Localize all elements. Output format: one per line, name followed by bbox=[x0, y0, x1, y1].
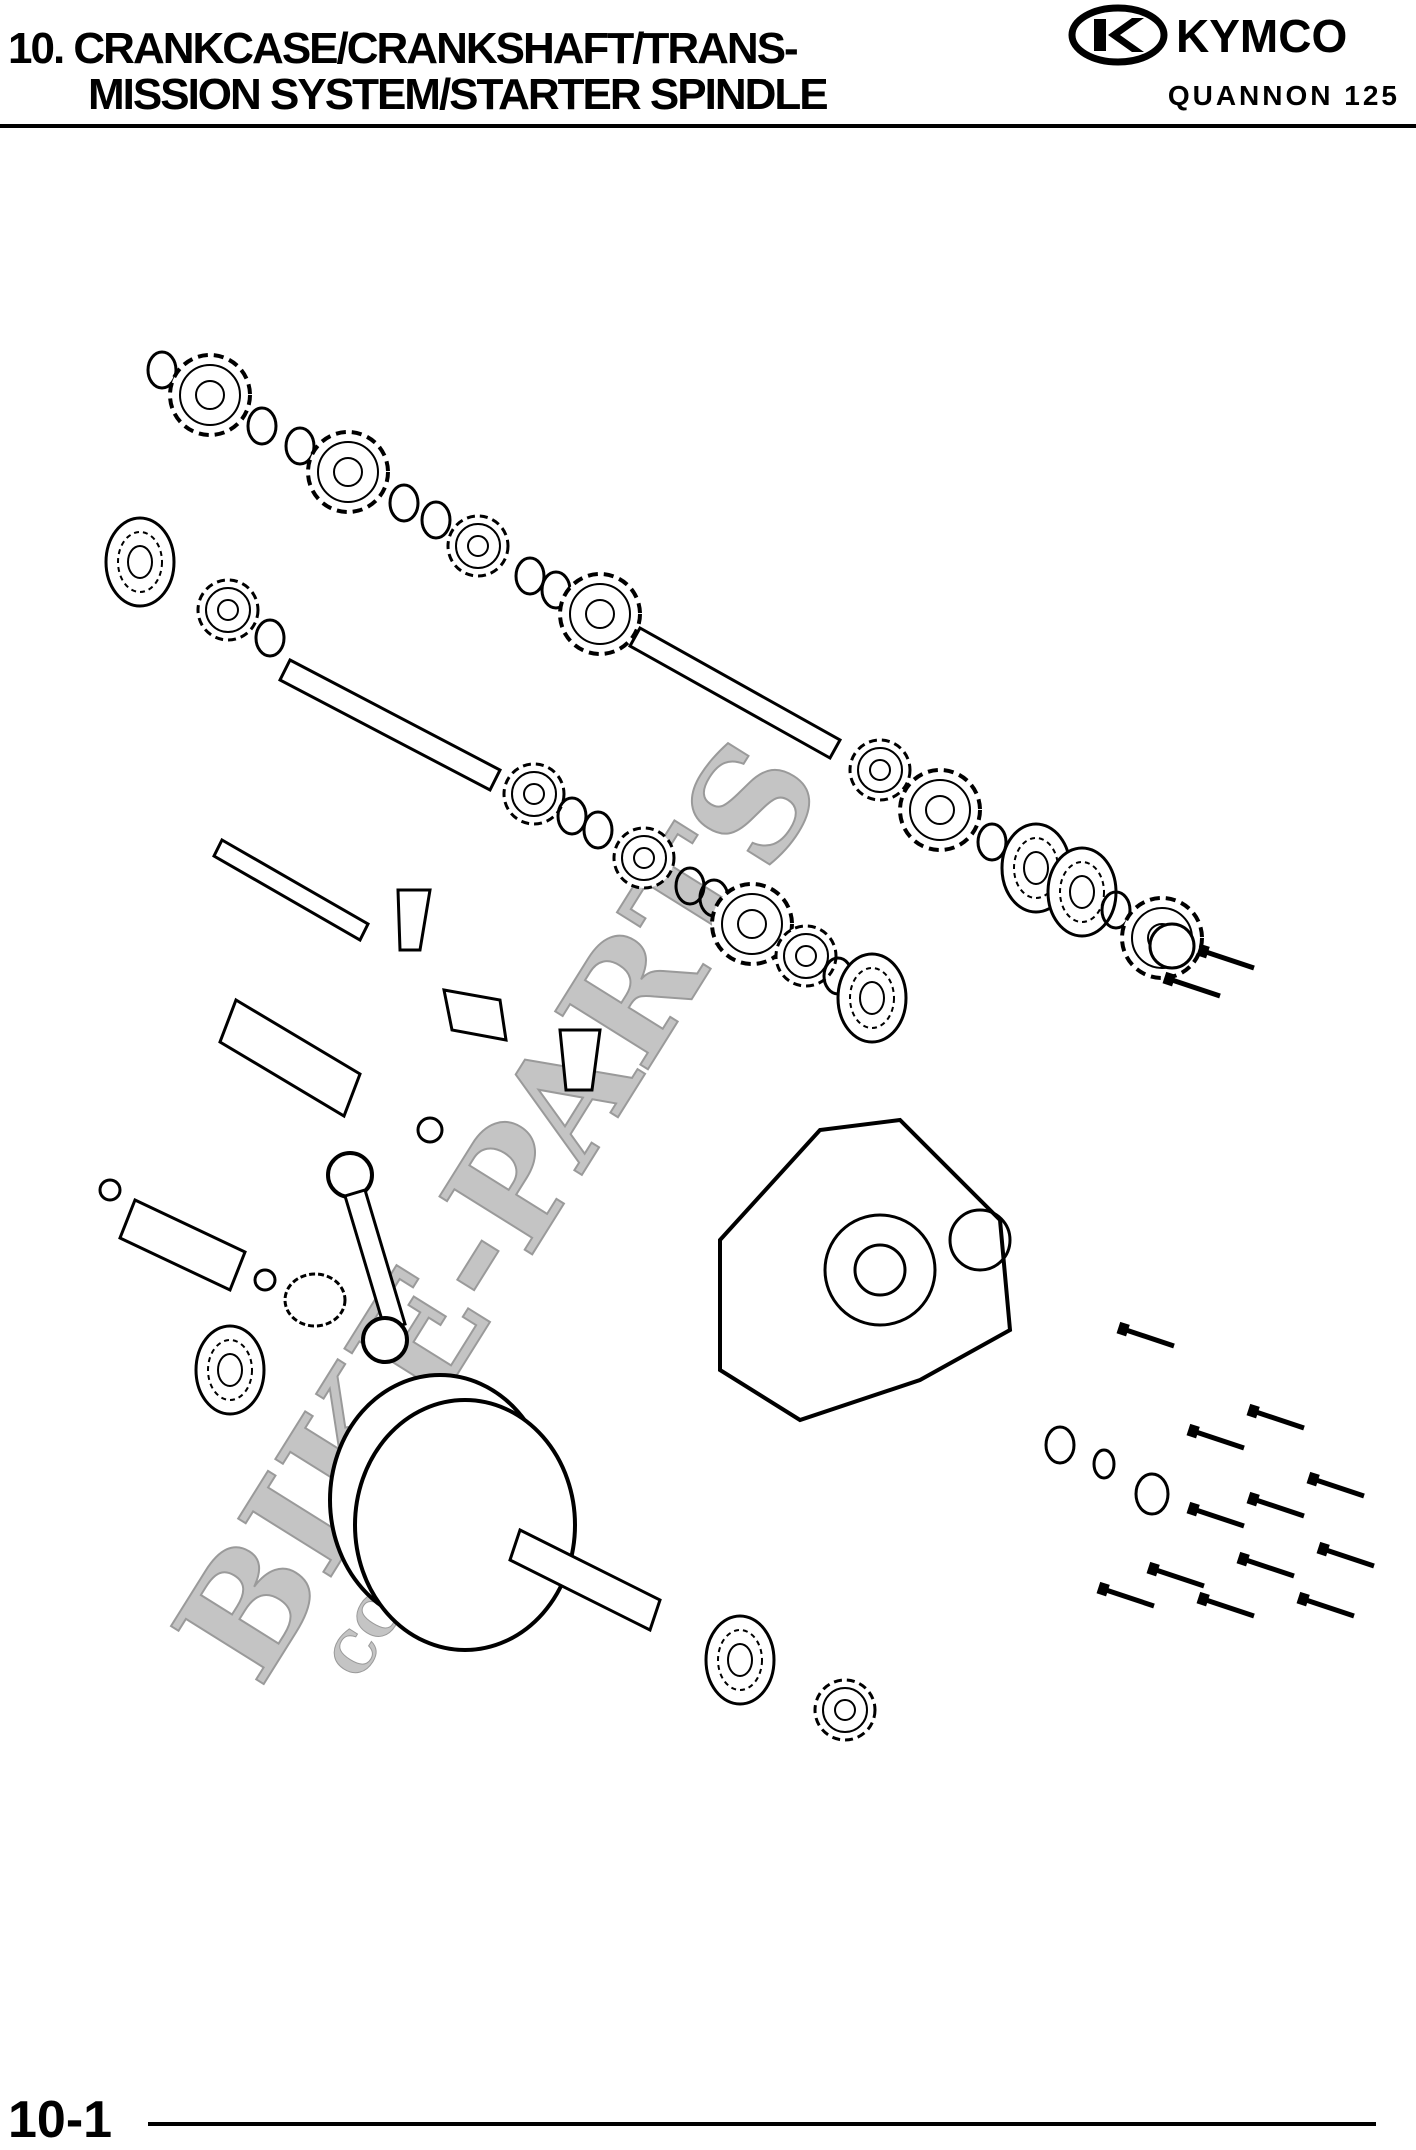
mainshaft-assembly bbox=[104, 516, 908, 1044]
brand-block: KYMCO QUANNON 125 bbox=[1058, 4, 1408, 124]
page-title-line-1: 10. CRANKCASE/CRANKSHAFT/TRANS- bbox=[8, 24, 799, 73]
model-name: QUANNON 125 bbox=[1167, 80, 1400, 111]
footer-rule bbox=[148, 2122, 1376, 2126]
header-rule bbox=[0, 124, 1416, 128]
page-number: 10-1 bbox=[8, 2091, 113, 2149]
page-title: 10. CRANKCASE/CRANKSHAFT/TRANS- MISSION … bbox=[8, 24, 829, 119]
crankcase-bolts bbox=[1044, 1322, 1374, 1616]
brand-name: KYMCO bbox=[1176, 10, 1347, 62]
shift-drum-assembly bbox=[212, 837, 602, 1144]
exploded-parts-diagram: BIKE-PARTS COM bbox=[98, 350, 1416, 1742]
crankshaft-assembly bbox=[98, 1151, 877, 1742]
crankcase bbox=[718, 1117, 1013, 1423]
kymco-logo: KYMCO bbox=[1068, 4, 1347, 66]
page-title-line-2: MISSION SYSTEM/STARTER SPINDLE bbox=[88, 70, 829, 119]
countershaft-gear-stack bbox=[146, 350, 1254, 996]
